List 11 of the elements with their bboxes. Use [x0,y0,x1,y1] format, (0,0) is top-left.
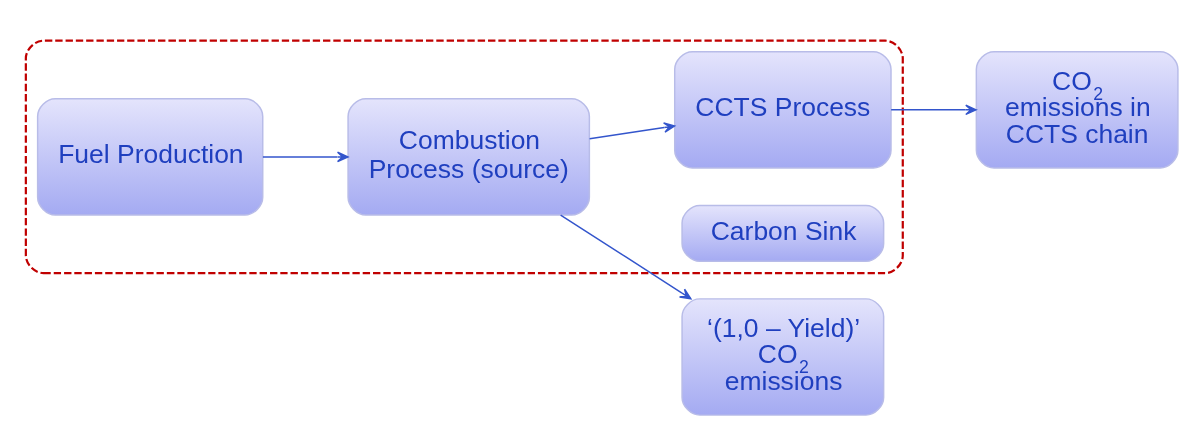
node-box: ‘(1,0 – Yield)’ CO$_{2}$ emissions [681,298,885,416]
node-box: Carbon Sink [681,204,885,263]
arrow [559,214,692,300]
arrow [588,122,676,140]
node-box: CCTS Process [674,50,892,169]
node-box: CO$_{2}$ emissions in CCTS chain [975,50,1179,169]
arrow [890,104,977,116]
arrow [262,151,349,163]
cluster [24,39,904,275]
node-box: Fuel Production [36,98,264,216]
node-box: Combustion Process (source) [347,98,591,216]
